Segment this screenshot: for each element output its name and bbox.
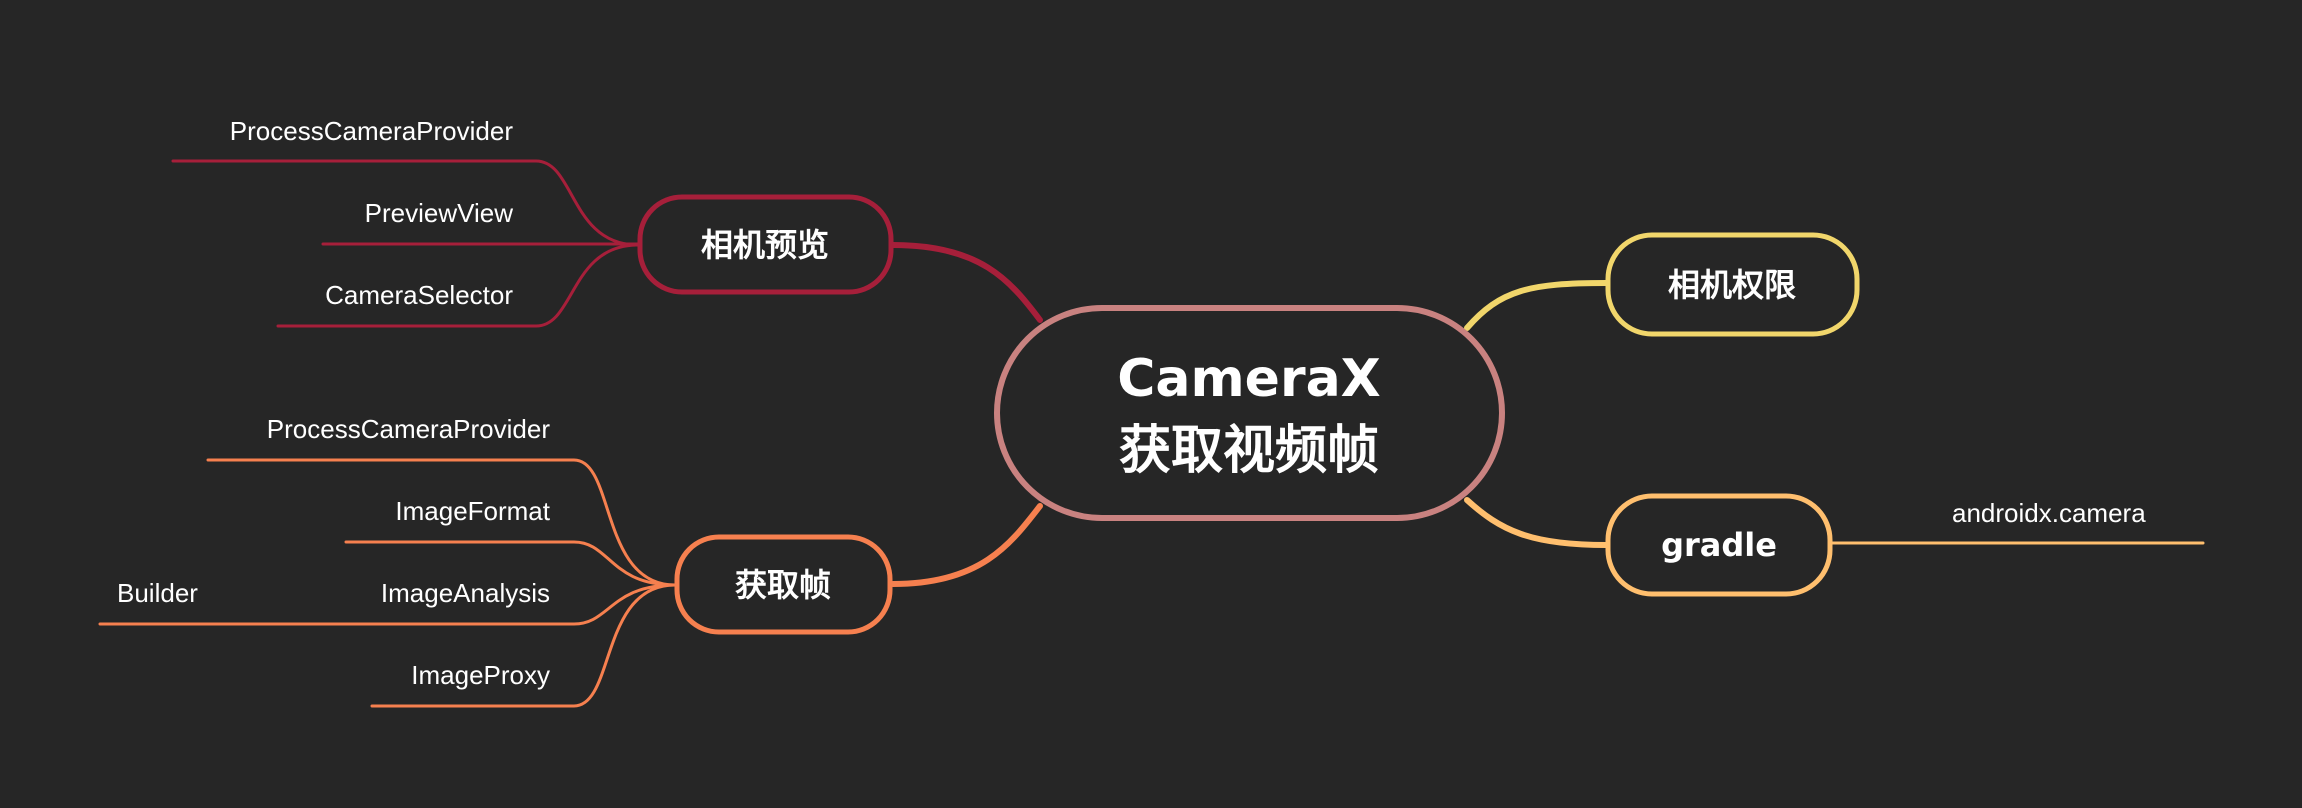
topic-node-permission[interactable]: 相机权限	[1605, 232, 1860, 337]
topic-label: 相机权限	[1668, 266, 1796, 304]
edge-central-preview	[890, 242, 1043, 323]
topic-label: gradle	[1661, 526, 1777, 564]
leaf-gradle-1[interactable]: androidx.camera	[1952, 498, 2146, 528]
topic-label: 获取帧	[735, 566, 831, 604]
central-node[interactable]: CameraX 获取视频帧	[994, 305, 1505, 521]
topic-node-frames[interactable]: 获取帧	[674, 534, 893, 635]
edge-frames-child-4	[370, 583, 677, 708]
edge-central-gradle	[1464, 497, 1609, 548]
leaf-frames-3[interactable]: ImageAnalysis	[381, 578, 550, 608]
edge-frames-child-2	[344, 540, 677, 587]
topic-node-gradle[interactable]: gradle	[1605, 493, 1833, 597]
leaf-preview-2[interactable]: PreviewView	[365, 198, 514, 228]
leaf-frames-2[interactable]: ImageFormat	[395, 496, 550, 526]
leaf-frames-1[interactable]: ProcessCameraProvider	[267, 414, 551, 444]
edge-frames-child-3	[98, 583, 677, 626]
edge-central-frames	[890, 503, 1043, 587]
central-subtitle: 获取视频帧	[1119, 421, 1379, 481]
leaf-frames-4[interactable]: ImageProxy	[411, 660, 550, 690]
edge-preview-child-3	[276, 243, 640, 328]
leaf-preview-3[interactable]: CameraSelector	[325, 280, 513, 310]
leaf-preview-1[interactable]: ProcessCameraProvider	[230, 116, 514, 146]
edge-frames-child-1	[206, 458, 677, 587]
central-title: CameraX	[1117, 349, 1381, 409]
topic-label: 相机预览	[701, 226, 829, 264]
edge-preview-child-1	[171, 159, 640, 247]
topic-node-preview[interactable]: 相机预览	[637, 194, 894, 295]
edge-central-permission	[1464, 280, 1609, 331]
leaf-frames-builder[interactable]: Builder	[117, 578, 198, 608]
